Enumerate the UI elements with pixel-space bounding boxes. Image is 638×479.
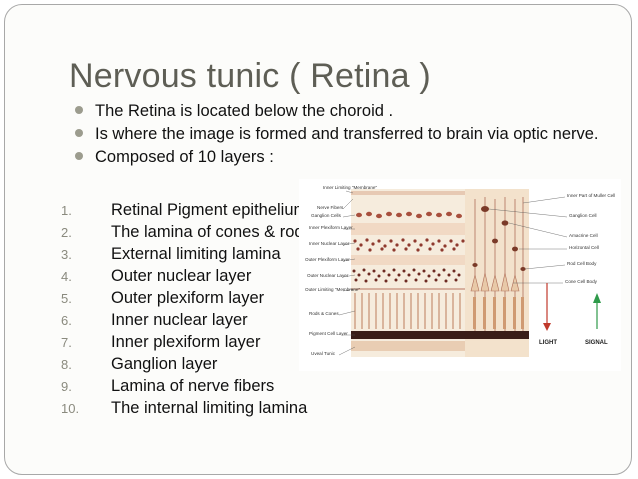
label-inner-plexiform: Inner Plexiform Layer	[309, 225, 353, 230]
layer-number: 5.	[61, 291, 72, 306]
layer-text: Inner plexiform layer	[111, 333, 261, 351]
slide-title: Nervous tunic ( Retina )	[69, 57, 431, 95]
label-horizontal-cell: Horizontal Cell	[569, 245, 599, 250]
bullet-list: The Retina is located below the choroid …	[73, 102, 631, 172]
ganglion-cells-row	[356, 211, 462, 219]
layer-text: External limiting lamina	[111, 245, 281, 263]
retina-diagram-svg: Inner Limiting "Membrane" Nerve Fibers G…	[305, 185, 615, 357]
label-rods-cones: Rods & Cones	[309, 311, 339, 316]
signal-label: SIGNAL	[585, 340, 608, 346]
left-labels: Inner Limiting "Membrane" Nerve Fibers G…	[305, 185, 377, 356]
bullet-icon	[75, 106, 83, 114]
bullet-text: Is where the image is formed and transfe…	[95, 125, 599, 143]
bullet-icon	[75, 152, 83, 160]
pigment-band	[351, 331, 465, 339]
nerve-fiber-band	[351, 191, 465, 195]
inner-plexiform-band	[351, 223, 465, 235]
layer-text: Outer nuclear layer	[111, 267, 252, 285]
bullet-text: Composed of 10 layers :	[95, 148, 274, 166]
inner-nuclear-dots	[353, 238, 465, 252]
layer-number: 6.	[61, 313, 72, 328]
rods-cones-stripes	[354, 293, 461, 329]
label-pigment-cell: Pigment Cell Layer	[309, 331, 348, 336]
label-inner-nuclear: Inner Nuclear Layer	[309, 241, 350, 246]
layer-number: 7.	[61, 335, 72, 350]
cone-shapes	[470, 272, 520, 292]
label-amacrine-cell: Amacrine Cell	[569, 233, 598, 238]
label-outer-plexiform: Outer Plexiform Layer	[305, 257, 350, 262]
light-label: LIGHT	[539, 340, 557, 346]
label-ganglion-cells: Ganglion Cells	[311, 213, 342, 218]
layer-number: 2.	[61, 225, 72, 240]
layer-number: 3.	[61, 247, 72, 262]
layer-number: 4.	[61, 269, 72, 284]
layer-text: Lamina of nerve fibers	[111, 377, 275, 395]
layer-number: 1.	[61, 203, 72, 218]
bullet-icon	[75, 129, 83, 137]
layer-text: Inner nuclear layer	[111, 311, 248, 329]
label-rod-cell-body: Rod Cell Body	[567, 261, 597, 266]
layer-text: Outer plexiform layer	[111, 289, 265, 307]
bullet-item: Is where the image is formed and transfe…	[73, 125, 631, 143]
layer-text: Retinal Pigment epithelium	[111, 201, 308, 219]
bullet-text: The Retina is located below the choroid …	[95, 102, 394, 120]
uveal-band	[351, 341, 465, 351]
light-arrow	[543, 283, 551, 331]
pigment-band-detail	[465, 331, 529, 339]
layer-number: 10.	[61, 401, 80, 416]
label-inner-limiting: Inner Limiting "Membrane"	[323, 185, 377, 190]
left-leader-lines	[338, 190, 356, 356]
right-labels: Inner Part of Muller Cell Ganglion Cell …	[565, 193, 615, 284]
label-uveal-tunic: Uveal Tunic	[311, 351, 336, 356]
layer-text: The lamina of cones & rods	[111, 223, 312, 241]
retina-diagram: Inner Limiting "Membrane" Nerve Fibers G…	[299, 179, 621, 371]
rod-outer-segments	[473, 297, 524, 329]
label-cone-cell-body: Cone Cell Body	[565, 279, 598, 284]
slide: Nervous tunic ( Retina ) The Retina is l…	[4, 4, 632, 475]
bullet-item: The Retina is located below the choroid …	[73, 102, 631, 120]
cell-nuclei	[472, 206, 526, 271]
label-nerve-fibers: Nerve Fibers	[317, 205, 344, 210]
layer-number: 9.	[61, 379, 72, 394]
label-outer-limiting: Outer Limiting "Membrane"	[305, 287, 360, 292]
outer-nuclear-dots	[352, 268, 461, 283]
layer-number: 8.	[61, 357, 72, 372]
signal-arrow	[593, 293, 601, 329]
label-outer-nuclear: Outer Nuclear Layer	[307, 273, 349, 278]
layer-text: The internal limiting lamina	[111, 399, 308, 417]
outer-plexiform-band	[351, 255, 465, 265]
bullet-item: Composed of 10 layers :	[73, 148, 631, 166]
label-ganglion-cell: Ganglion Cell	[569, 213, 597, 218]
right-leader-lines	[488, 196, 568, 284]
layer-text: Ganglion layer	[111, 355, 218, 373]
label-muller-cell: Inner Part of Muller Cell	[567, 193, 615, 198]
